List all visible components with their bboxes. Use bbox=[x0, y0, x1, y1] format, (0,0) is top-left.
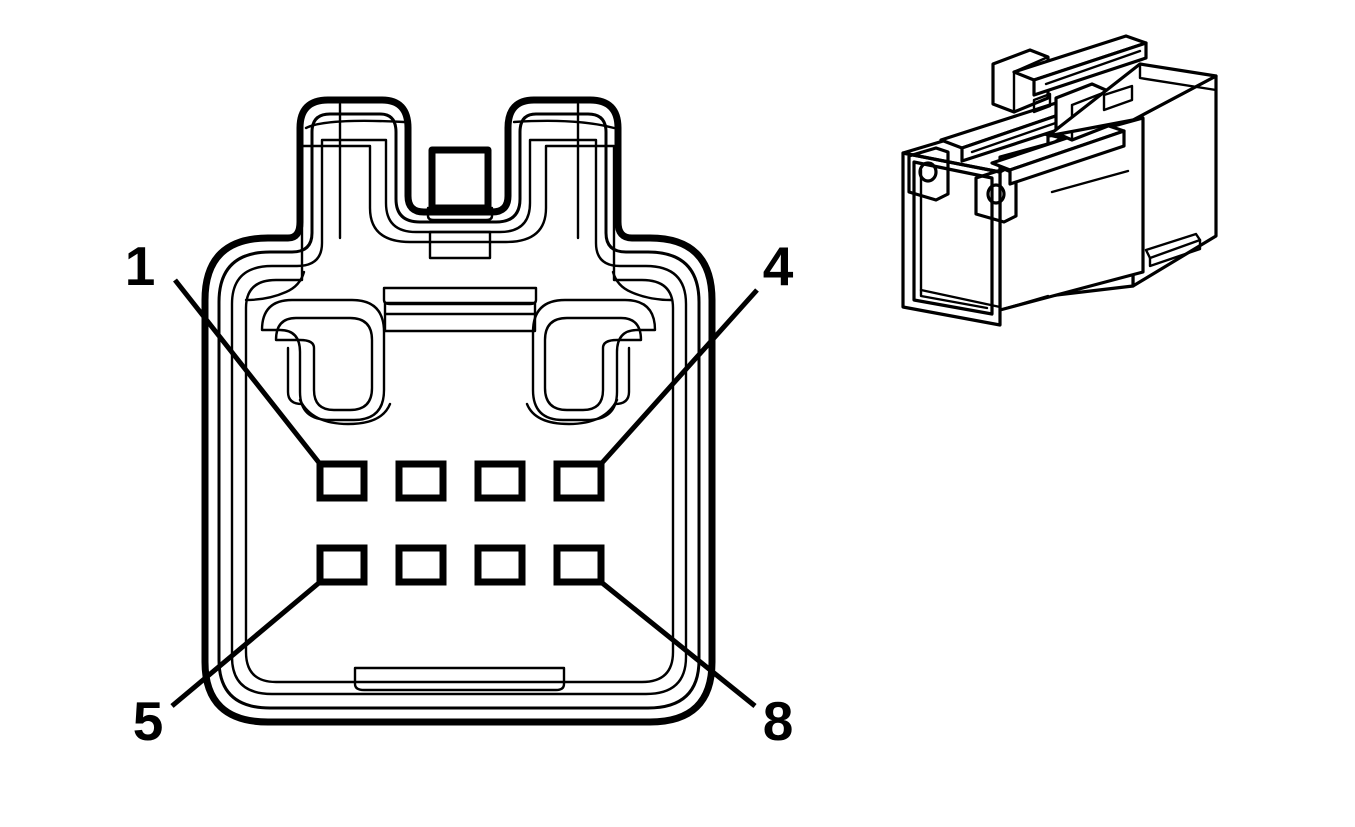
leader-line-5 bbox=[170, 580, 322, 708]
iso-right-notch bbox=[1102, 84, 1134, 112]
shell-line-2 bbox=[217, 112, 701, 710]
terminal-cavity-1[interactable] bbox=[316, 460, 368, 502]
left-notch-inner bbox=[274, 316, 374, 412]
right-notch-inner bbox=[543, 316, 643, 412]
terminal-cavity-7[interactable] bbox=[474, 544, 526, 586]
iso-shell-left-inner-2 bbox=[919, 168, 989, 310]
center-key-block bbox=[428, 146, 492, 212]
bottom-inner-ledge bbox=[353, 666, 566, 692]
callout-label-8: 8 bbox=[763, 690, 794, 752]
post-right-chamfer bbox=[512, 119, 616, 130]
iso-right-top-seam bbox=[1138, 62, 1218, 92]
right-notch-outer bbox=[531, 298, 657, 422]
connector-isometric-view bbox=[901, 34, 1218, 327]
terminal-cavity-2[interactable] bbox=[395, 460, 447, 502]
terminal-cavity-3[interactable] bbox=[474, 460, 526, 502]
callout-label-1: 1 bbox=[125, 235, 156, 297]
mounting-hole-right-icon bbox=[986, 183, 1006, 205]
shell-outer-outline bbox=[201, 96, 716, 726]
terminal-cavity-6[interactable] bbox=[395, 544, 447, 586]
iso-boss-left bbox=[907, 146, 950, 202]
mounting-hole-left-icon bbox=[918, 161, 938, 183]
terminal-cavity-5[interactable] bbox=[316, 544, 368, 586]
post-left-chamfer bbox=[304, 119, 406, 130]
iso-rear-rail-line bbox=[1044, 49, 1142, 86]
right-notch-core bbox=[613, 346, 631, 406]
iso-rail-d bbox=[1008, 129, 1126, 186]
terminal-cavity-8[interactable] bbox=[553, 544, 605, 586]
iso-body-lower-edge bbox=[998, 294, 1050, 312]
iso-body-seam bbox=[1050, 169, 1130, 194]
callout-group: 1 4 5 8 bbox=[125, 235, 794, 752]
right-notch-curve-bottom bbox=[525, 398, 619, 426]
leader-line-8 bbox=[599, 580, 757, 708]
leader-line-4 bbox=[599, 288, 759, 466]
iso-cavity-floor bbox=[919, 288, 1002, 320]
iso-rail-b-line bbox=[970, 116, 1072, 154]
shell-line-3 bbox=[230, 138, 688, 696]
center-key-block-base bbox=[426, 206, 494, 222]
terminal-cavity-4[interactable] bbox=[553, 460, 605, 502]
left-notch-curve-bottom bbox=[298, 398, 392, 426]
terminal-cavity-group bbox=[316, 460, 605, 586]
callout-label-4: 4 bbox=[763, 235, 794, 297]
shell-line-4 bbox=[244, 144, 675, 684]
connector-front-view bbox=[201, 96, 716, 726]
center-lower-tab bbox=[428, 230, 492, 260]
iso-shell-left-inner bbox=[912, 160, 994, 316]
iso-bottom-latch-edge bbox=[1148, 238, 1202, 268]
left-notch-core bbox=[286, 346, 304, 406]
shoulder-right-fillet bbox=[611, 270, 673, 302]
iso-notch-detail bbox=[1032, 92, 1052, 114]
left-notch-outer bbox=[260, 298, 386, 422]
shoulder-left-fillet bbox=[244, 270, 306, 302]
callout-label-5: 5 bbox=[133, 690, 164, 752]
leader-line-1 bbox=[173, 278, 322, 466]
